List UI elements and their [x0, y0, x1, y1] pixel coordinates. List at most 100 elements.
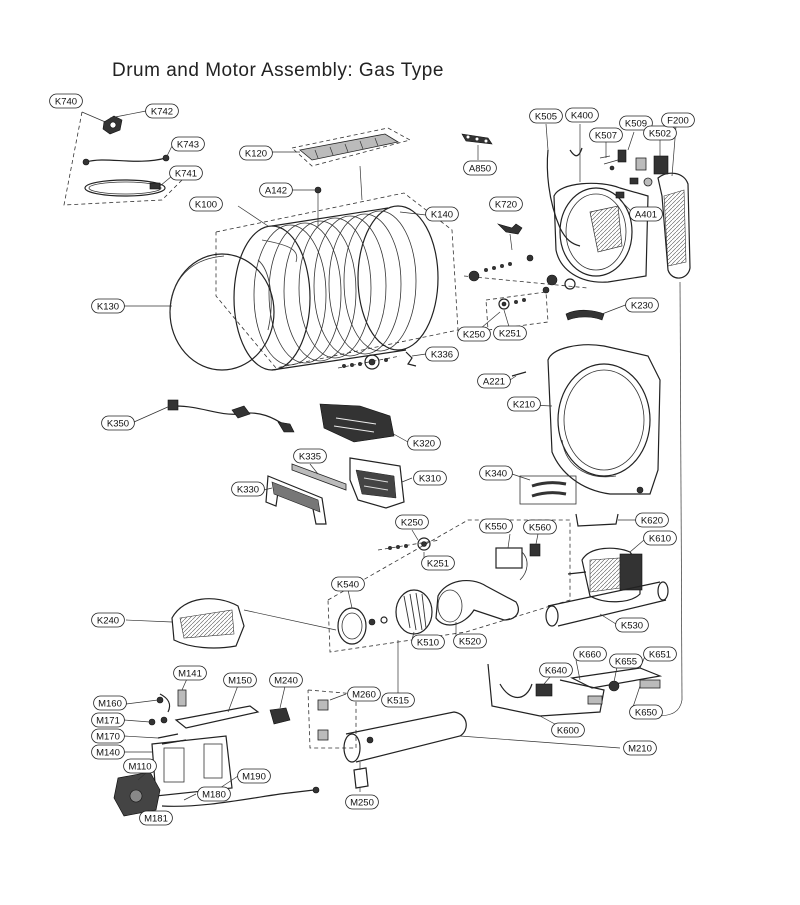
k330-bracket — [265, 475, 327, 525]
label-text: K230 — [631, 301, 653, 312]
part-label-k610: K610 — [643, 530, 677, 546]
label-oval — [223, 672, 257, 688]
label-oval — [91, 744, 125, 760]
k240-housing — [171, 598, 337, 649]
part-label-m250: M250 — [345, 794, 379, 810]
label-oval — [173, 665, 207, 681]
label-oval — [463, 160, 497, 176]
label-oval — [237, 768, 271, 784]
label-oval — [93, 695, 127, 711]
rear-bulkhead — [547, 344, 661, 495]
part-label-k505: K505 — [529, 108, 563, 124]
label-text: K650 — [635, 708, 657, 719]
label-text: K610 — [649, 534, 671, 545]
label-oval — [91, 612, 125, 628]
label-oval — [269, 672, 303, 688]
label-text: K130 — [97, 302, 119, 313]
label-oval — [139, 810, 173, 826]
part-label-k740: K740 — [49, 93, 83, 109]
part-label-m240: M240 — [269, 672, 303, 688]
k340-box — [519, 475, 577, 505]
part-label-m170: M170 — [91, 728, 125, 744]
label-text: K400 — [571, 111, 593, 122]
label-oval — [189, 196, 223, 212]
drum-top-bar — [291, 127, 412, 201]
k620-bracket — [575, 513, 619, 527]
a850-bracket — [461, 133, 493, 160]
label-text: K250 — [401, 518, 423, 529]
part-label-k230: K230 — [625, 297, 659, 313]
label-text: M181 — [144, 814, 168, 825]
part-label-a850: A850 — [463, 160, 497, 176]
part-label-m160: M160 — [93, 695, 127, 711]
part-label-k660: K660 — [573, 646, 607, 662]
drive-motor — [567, 547, 643, 603]
part-label-k600: K600 — [551, 722, 585, 738]
label-oval — [661, 112, 695, 128]
part-label-k620: K620 — [635, 512, 669, 528]
label-oval — [259, 182, 293, 198]
label-text: A221 — [483, 377, 505, 388]
label-oval — [643, 125, 677, 141]
part-label-k250b: K250 — [395, 514, 429, 530]
label-text: K335 — [299, 452, 321, 463]
label-oval — [589, 127, 623, 143]
diagram-title: Drum and Motor Assembly: Gas Type — [112, 60, 444, 81]
label-oval — [331, 576, 365, 592]
label-oval — [381, 692, 415, 708]
label-oval — [171, 136, 205, 152]
part-label-k330: K330 — [231, 481, 265, 497]
part-label-k515: K515 — [381, 692, 415, 708]
label-oval — [643, 646, 677, 662]
part-label-m141: M141 — [173, 665, 207, 681]
part-label-k336: K336 — [425, 346, 459, 362]
label-oval — [49, 93, 83, 109]
label-oval — [91, 728, 125, 744]
label-text: K340 — [485, 469, 507, 480]
label-text: M260 — [352, 690, 376, 701]
part-label-m181: M181 — [139, 810, 173, 826]
label-oval — [345, 794, 379, 810]
label-text: K743 — [177, 140, 199, 151]
part-label-a401: A401 — [629, 206, 663, 222]
label-text: K660 — [579, 650, 601, 661]
label-oval — [551, 722, 585, 738]
label-text: K510 — [417, 638, 439, 649]
part-label-a221: A221 — [477, 373, 511, 389]
label-oval — [629, 206, 663, 222]
label-text: M141 — [178, 669, 202, 680]
label-oval — [169, 165, 203, 181]
label-text: A850 — [469, 164, 491, 175]
part-label-k340: K340 — [479, 465, 513, 481]
part-label-k100: K100 — [189, 196, 223, 212]
part-label-k120: K120 — [239, 145, 273, 161]
label-oval — [145, 103, 179, 119]
part-label-m190: M190 — [237, 768, 271, 784]
label-text: K651 — [649, 650, 671, 661]
label-text: K240 — [97, 616, 119, 627]
part-label-k502: K502 — [643, 125, 677, 141]
label-oval — [101, 415, 135, 431]
power-cord — [167, 399, 295, 433]
label-text: M180 — [202, 790, 226, 801]
part-label-m150: M150 — [223, 672, 257, 688]
part-label-k650: K650 — [629, 704, 663, 720]
label-oval — [413, 470, 447, 486]
label-text: K740 — [55, 97, 77, 108]
label-text: K251 — [427, 559, 449, 570]
part-label-m171: M171 — [91, 712, 125, 728]
label-oval — [197, 786, 231, 802]
label-oval — [395, 514, 429, 530]
label-oval — [231, 481, 265, 497]
drum-rollers — [337, 223, 589, 370]
part-label-m110: M110 — [123, 758, 157, 774]
part-label-m180: M180 — [197, 786, 231, 802]
part-label-m210: M210 — [623, 740, 657, 756]
part-label-k130: K130 — [91, 298, 125, 314]
part-label-k251a: K251 — [493, 325, 527, 341]
label-oval — [347, 686, 381, 702]
label-oval — [523, 519, 557, 535]
part-label-a142: A142 — [259, 182, 293, 198]
label-oval — [539, 662, 573, 678]
